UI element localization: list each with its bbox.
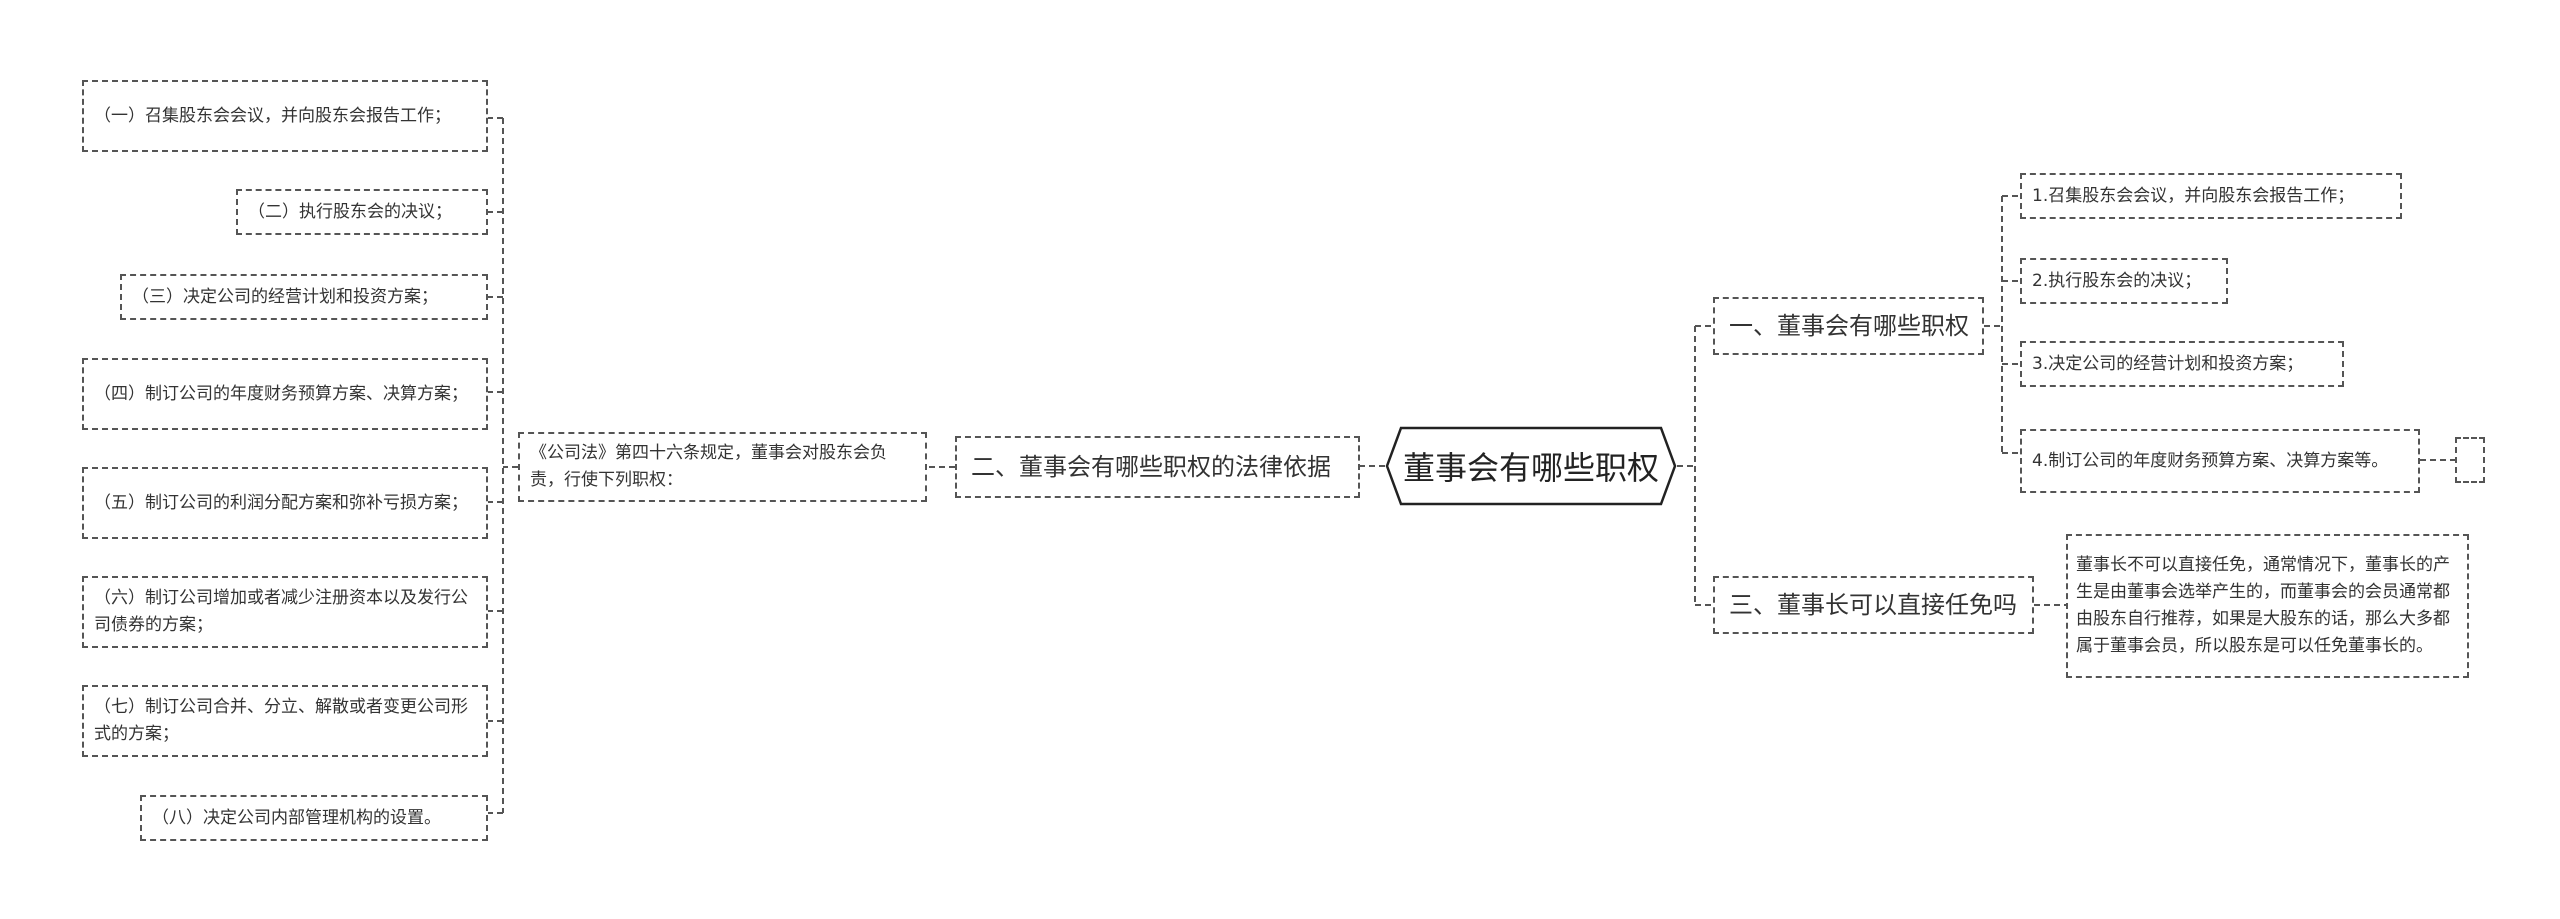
branch-board-powers-label: 一、董事会有哪些职权 bbox=[1729, 312, 1969, 340]
branch-chairman-removal-label: 三、董事长可以直接任免吗 bbox=[1729, 591, 2017, 619]
connector-root-right bbox=[1677, 325, 1713, 606]
left-item-8-text: （八）决定公司内部管理机构的设置。 bbox=[152, 807, 441, 828]
connector-left-spine bbox=[502, 118, 518, 813]
left-item-3[interactable]: （三）决定公司的经营计划和投资方案； bbox=[120, 274, 488, 320]
left-item-4-text: （四）制订公司的年度财务预算方案、决算方案； bbox=[94, 383, 468, 404]
chairman-answer-text: 董事长不可以直接任免，通常情况下，董事长的产生是由董事会选举产生的，而董事会的会… bbox=[2076, 555, 2450, 656]
right-item-1-text: 1.召集股东会会议，并向股东会报告工作； bbox=[2032, 185, 2355, 206]
chairman-answer-node[interactable]: 董事长不可以直接任免，通常情况下，董事长的产生是由董事会选举产生的，而董事会的会… bbox=[2066, 534, 2469, 678]
right-item-3-text: 3.决定公司的经营计划和投资方案； bbox=[2032, 353, 2304, 374]
left-item-7[interactable]: （七）制订公司合并、分立、解散或者变更公司形式的方案； bbox=[82, 685, 488, 757]
left-item-1[interactable]: （一）召集股东会会议，并向股东会报告工作； bbox=[82, 80, 488, 152]
right-item-1[interactable]: 1.召集股东会会议，并向股东会报告工作； bbox=[2020, 173, 2402, 219]
legal-basis-text: 《公司法》第四十六条规定，董事会对股东会负责，行使下列职权： bbox=[530, 443, 887, 490]
right-item-4[interactable]: 4.制订公司的年度财务预算方案、决算方案等。 bbox=[2020, 429, 2420, 493]
left-item-2[interactable]: （二）执行股东会的决议； bbox=[236, 189, 488, 235]
root-node[interactable]: 董事会有哪些职权 bbox=[1385, 426, 1677, 506]
branch-chairman-removal[interactable]: 三、董事长可以直接任免吗 bbox=[1713, 576, 2034, 634]
left-item-7-text: （七）制订公司合并、分立、解散或者变更公司形式的方案； bbox=[94, 697, 468, 744]
legal-basis-node[interactable]: 《公司法》第四十六条规定，董事会对股东会负责，行使下列职权： bbox=[518, 432, 927, 502]
connector-right-spine bbox=[1984, 195, 2020, 454]
left-item-6[interactable]: （六）制订公司增加或者减少注册资本以及发行公司债券的方案； bbox=[82, 576, 488, 648]
left-item-5-text: （五）制订公司的利润分配方案和弥补亏损方案； bbox=[94, 492, 468, 513]
right-item-2[interactable]: 2.执行股东会的决议； bbox=[2020, 258, 2228, 304]
left-item-4[interactable]: （四）制订公司的年度财务预算方案、决算方案； bbox=[82, 358, 488, 430]
root-hexagon-shape bbox=[1385, 426, 1677, 506]
branch-board-powers[interactable]: 一、董事会有哪些职权 bbox=[1713, 297, 1984, 355]
branch-legal-basis-label: 二、董事会有哪些职权的法律依据 bbox=[971, 453, 1331, 481]
branch-legal-basis[interactable]: 二、董事会有哪些职权的法律依据 bbox=[955, 436, 1360, 498]
right-item-2-text: 2.执行股东会的决议； bbox=[2032, 270, 2202, 291]
left-item-5[interactable]: （五）制订公司的利润分配方案和弥补亏损方案； bbox=[82, 467, 488, 539]
connector-left-items bbox=[488, 117, 503, 814]
left-item-3-text: （三）决定公司的经营计划和投资方案； bbox=[132, 286, 438, 307]
left-item-8[interactable]: （八）决定公司内部管理机构的设置。 bbox=[140, 795, 488, 841]
left-item-1-text: （一）召集股东会会议，并向股东会报告工作； bbox=[94, 105, 451, 126]
right-item-3[interactable]: 3.决定公司的经营计划和投资方案； bbox=[2020, 341, 2344, 387]
left-item-2-text: （二）执行股东会的决议； bbox=[248, 201, 452, 222]
left-item-6-text: （六）制订公司增加或者减少注册资本以及发行公司债券的方案； bbox=[94, 588, 468, 635]
right-item-4-text: 4.制订公司的年度财务预算方案、决算方案等。 bbox=[2032, 450, 2389, 471]
root-label: 董事会有哪些职权 bbox=[1402, 449, 1659, 487]
right-item-4-child-empty[interactable] bbox=[2455, 437, 2485, 483]
